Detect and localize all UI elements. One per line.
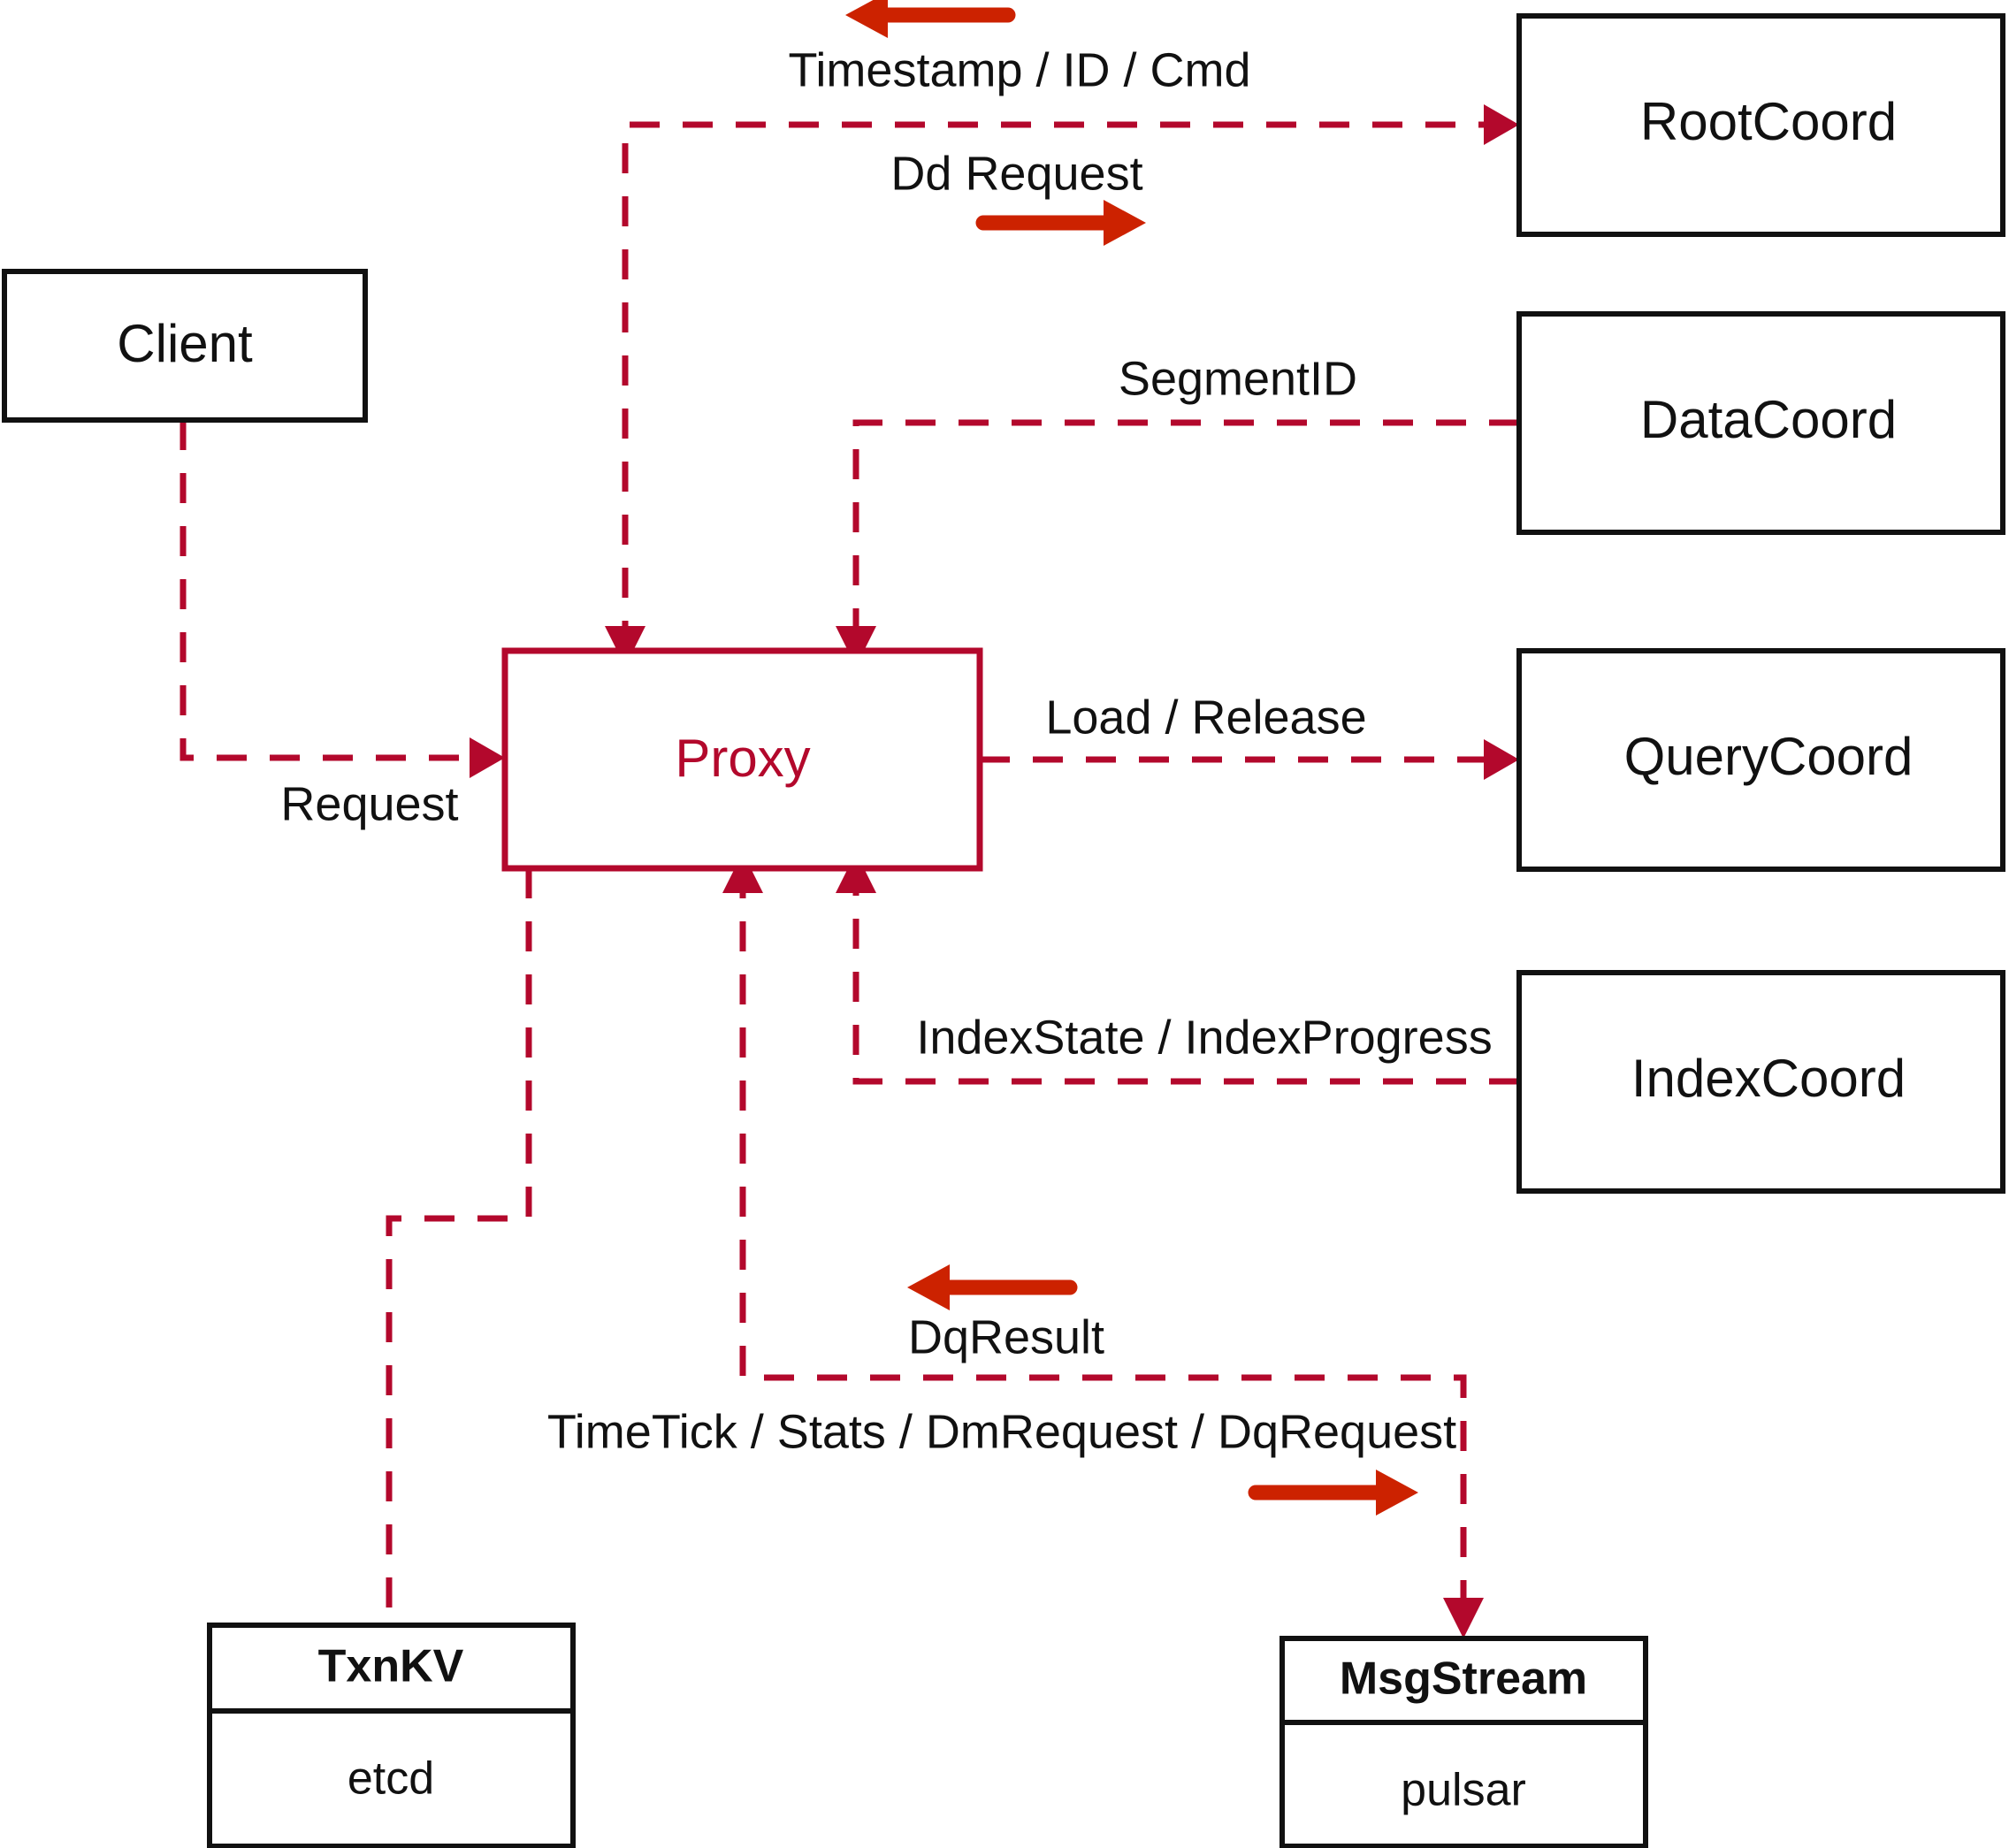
node-querycoord-label: QueryCoord bbox=[1624, 727, 1914, 786]
direction-arrow-timetick-stats bbox=[1248, 1470, 1418, 1516]
direction-arrow-dd-request bbox=[975, 200, 1146, 246]
edge-label-index-state-progress: IndexState / IndexProgress bbox=[916, 1011, 1492, 1064]
arrowhead-proxy-from-client bbox=[470, 737, 505, 778]
edge-label-timetick-stats-dm-dq: TimeTick / Stats / DmRequest / DqRequest bbox=[547, 1405, 1456, 1458]
edge-path-proxy-txnkv bbox=[386, 868, 532, 1680]
node-rootcoord-label: RootCoord bbox=[1640, 92, 1897, 151]
node-client-label: Client bbox=[117, 314, 253, 373]
arrowhead-proxy-from-rootcoord bbox=[605, 626, 645, 667]
node-msgstream-title: MsgStream bbox=[1340, 1653, 1587, 1705]
node-datacoord[interactable]: DataCoord bbox=[1516, 311, 2005, 535]
node-txnkv-title: TxnKV bbox=[318, 1641, 464, 1692]
arrowhead-proxy-from-msgstream bbox=[722, 852, 763, 893]
node-proxy-label: Proxy bbox=[675, 729, 810, 788]
edge-path-proxy-rootcoord bbox=[622, 121, 1503, 651]
edge-label-dq-result: DqResult bbox=[908, 1310, 1104, 1363]
edge-path-indexcoord-proxy bbox=[852, 868, 1519, 1085]
node-client[interactable]: Client bbox=[2, 269, 368, 423]
edge-path-proxy-msgstream bbox=[739, 868, 1467, 1623]
arrowhead-proxy-from-indexcoord bbox=[836, 852, 876, 893]
edge-label-request: Request bbox=[280, 777, 458, 830]
node-querycoord[interactable]: QueryCoord bbox=[1516, 648, 2005, 872]
node-indexcoord-label: IndexCoord bbox=[1631, 1049, 1906, 1108]
node-txnkv[interactable]: TxnKV etcd bbox=[207, 1623, 576, 1848]
node-datacoord-label: DataCoord bbox=[1640, 390, 1897, 449]
arrowhead-rootcoord bbox=[1484, 104, 1519, 145]
node-txnkv-impl: etcd bbox=[348, 1753, 434, 1805]
edge-path-datacoord-proxy bbox=[852, 419, 1519, 651]
edge-path-client-proxy bbox=[180, 420, 489, 761]
arrowhead-proxy-from-datacoord bbox=[836, 626, 876, 667]
arrowhead-querycoord bbox=[1484, 739, 1519, 780]
node-proxy[interactable]: Proxy bbox=[501, 647, 983, 872]
node-msgstream-impl: pulsar bbox=[1401, 1765, 1526, 1816]
direction-arrow-dq-result bbox=[907, 1264, 1078, 1310]
edge-label-dd-request: Dd Request bbox=[890, 147, 1142, 200]
direction-arrow-timestamp-id-cmd bbox=[845, 0, 1016, 38]
node-indexcoord[interactable]: IndexCoord bbox=[1516, 970, 2005, 1194]
arrowhead-msgstream bbox=[1443, 1598, 1484, 1638]
node-msgstream[interactable]: MsgStream pulsar bbox=[1279, 1636, 1648, 1848]
edge-label-segment-id: SegmentID bbox=[1119, 352, 1357, 405]
edge-label-timestamp-id-cmd: Timestamp / ID / Cmd bbox=[788, 43, 1250, 96]
edge-label-load-release: Load / Release bbox=[1045, 691, 1366, 744]
node-rootcoord[interactable]: RootCoord bbox=[1516, 13, 2005, 237]
